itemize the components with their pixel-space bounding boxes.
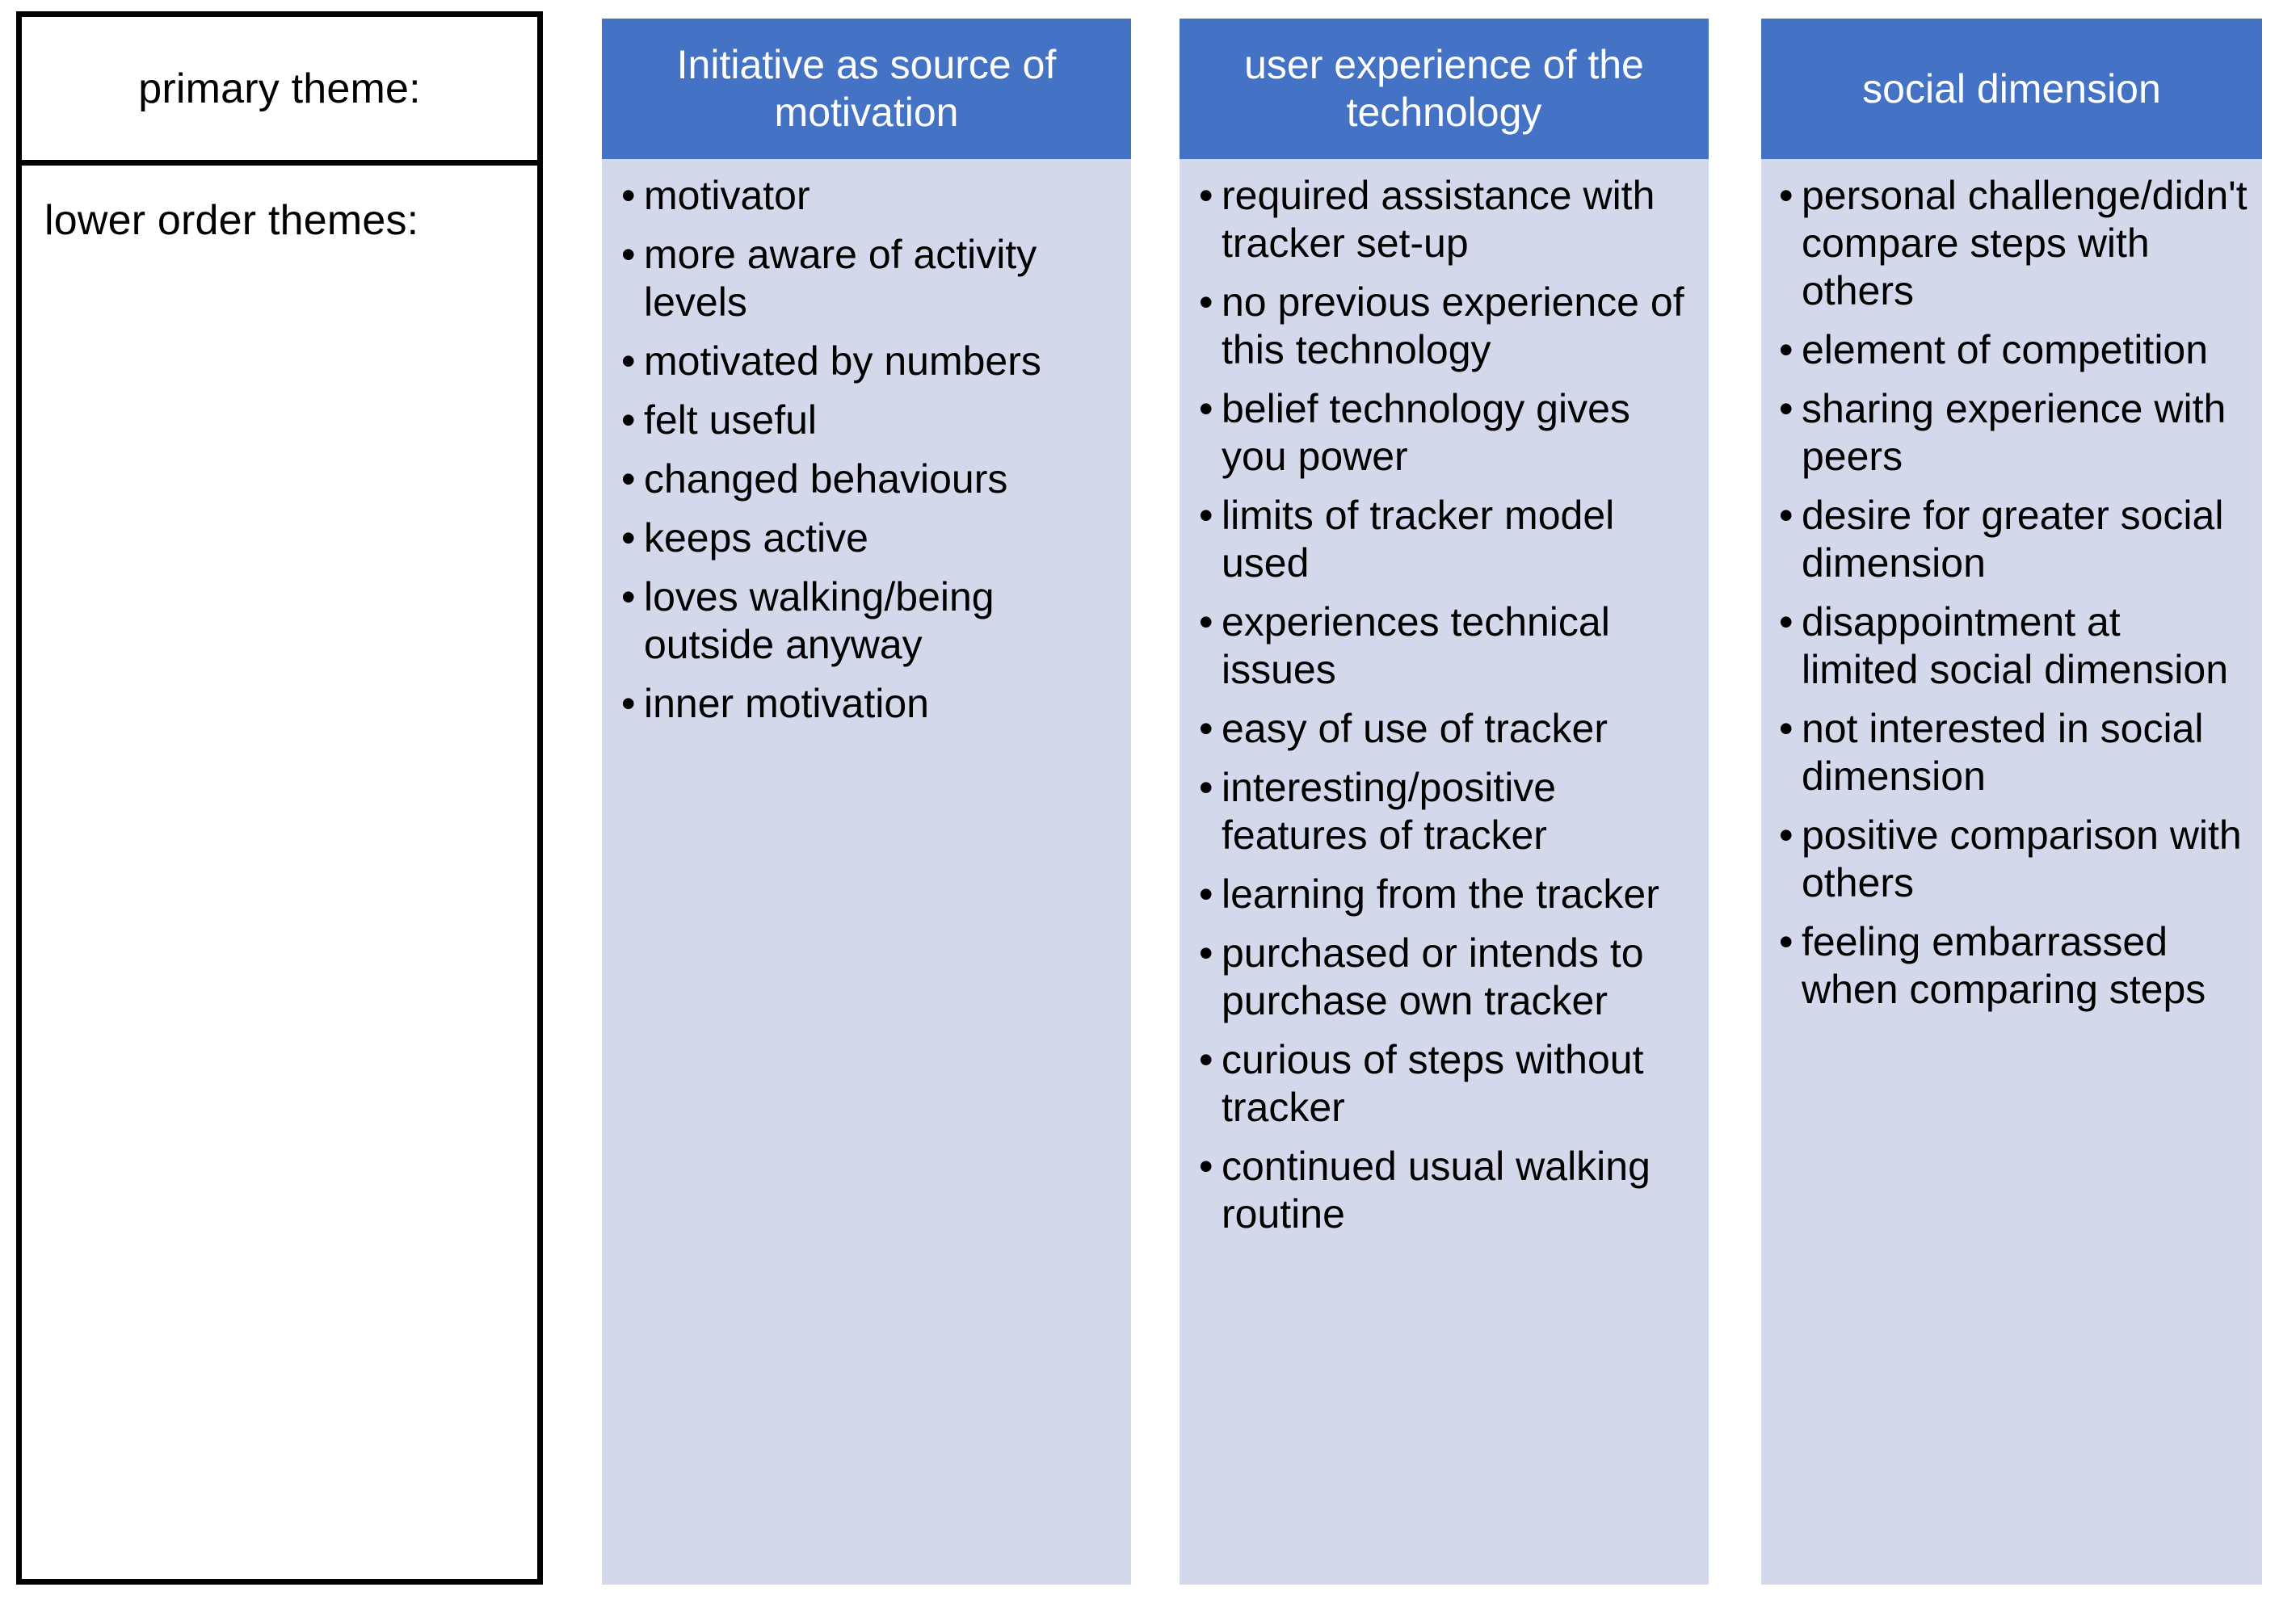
list-item: element of competition [1776,326,2248,374]
list-item: positive comparison with others [1776,812,2248,907]
theme-column-user-experience-of-the-technology: user experience of the technology requir… [1180,19,1709,1585]
list-item: loves walking/being outside anyway [616,573,1116,669]
list-item: feeling embarrassed when comparing steps [1776,918,2248,1014]
list-item: motivator [616,172,1116,220]
lower-order-themes-list-1: motivator more aware of activity levels mo… [616,172,1116,728]
list-item: interesting/positive features of tracker [1194,764,1694,859]
theme-column-header-2: user experience of the technology [1180,19,1709,159]
list-item: learning from the tracker [1194,871,1694,918]
list-item: desire for greater social dimension [1776,492,2248,587]
theme-column-header-1: Initiative as source of motivation [602,19,1131,159]
list-item: easy of use of tracker [1194,705,1694,753]
list-item: curious of steps without tracker [1194,1036,1694,1132]
list-item: disappointment at limited social dimensi… [1776,598,2248,694]
list-item: keeps active [616,514,1116,562]
list-item: sharing experience with peers [1776,385,2248,481]
list-item: experiences technical issues [1194,598,1694,694]
list-item: continued usual walking routine [1194,1143,1694,1238]
theme-column-social-dimension: social dimension personal challenge/didn… [1761,19,2262,1585]
theme-column-body-1: motivator more aware of activity levels mo… [602,159,1131,1585]
list-item: limits of tracker model used [1194,492,1694,587]
theme-column-header-3: social dimension [1761,19,2262,159]
legend-lower-order-themes-cell: lower order themes: [22,166,537,1579]
list-item: not interested in social dimension [1776,705,2248,800]
legend-key-box: primary theme: lower order themes: [16,11,543,1585]
legend-lower-order-themes-label: lower order themes: [44,197,419,244]
list-item: required assistance with tracker set-up [1194,172,1694,267]
list-item: purchased or intends to purchase own tra… [1194,930,1694,1025]
list-item: no previous experience of this technolog… [1194,279,1694,374]
theme-column-body-2: required assistance with tracker set-up n… [1180,159,1709,1585]
lower-order-themes-list-3: personal challenge/didn't compare steps … [1776,172,2248,1014]
lower-order-themes-list-2: required assistance with tracker set-up n… [1194,172,1694,1238]
legend-primary-theme-label: primary theme: [138,65,421,112]
legend-primary-theme-cell: primary theme: [22,17,537,166]
list-item: belief technology gives you power [1194,385,1694,481]
theme-column-initiative-as-source-of-motivation: Initiative as source of motivation motiv… [602,19,1131,1585]
theme-column-body-3: personal challenge/didn't compare steps … [1761,159,2262,1585]
list-item: personal challenge/didn't compare steps … [1776,172,2248,315]
list-item: inner motivation [616,680,1116,728]
list-item: changed behaviours [616,456,1116,503]
list-item: motivated by numbers [616,338,1116,385]
list-item: more aware of activity levels [616,231,1116,326]
list-item: felt useful [616,397,1116,444]
